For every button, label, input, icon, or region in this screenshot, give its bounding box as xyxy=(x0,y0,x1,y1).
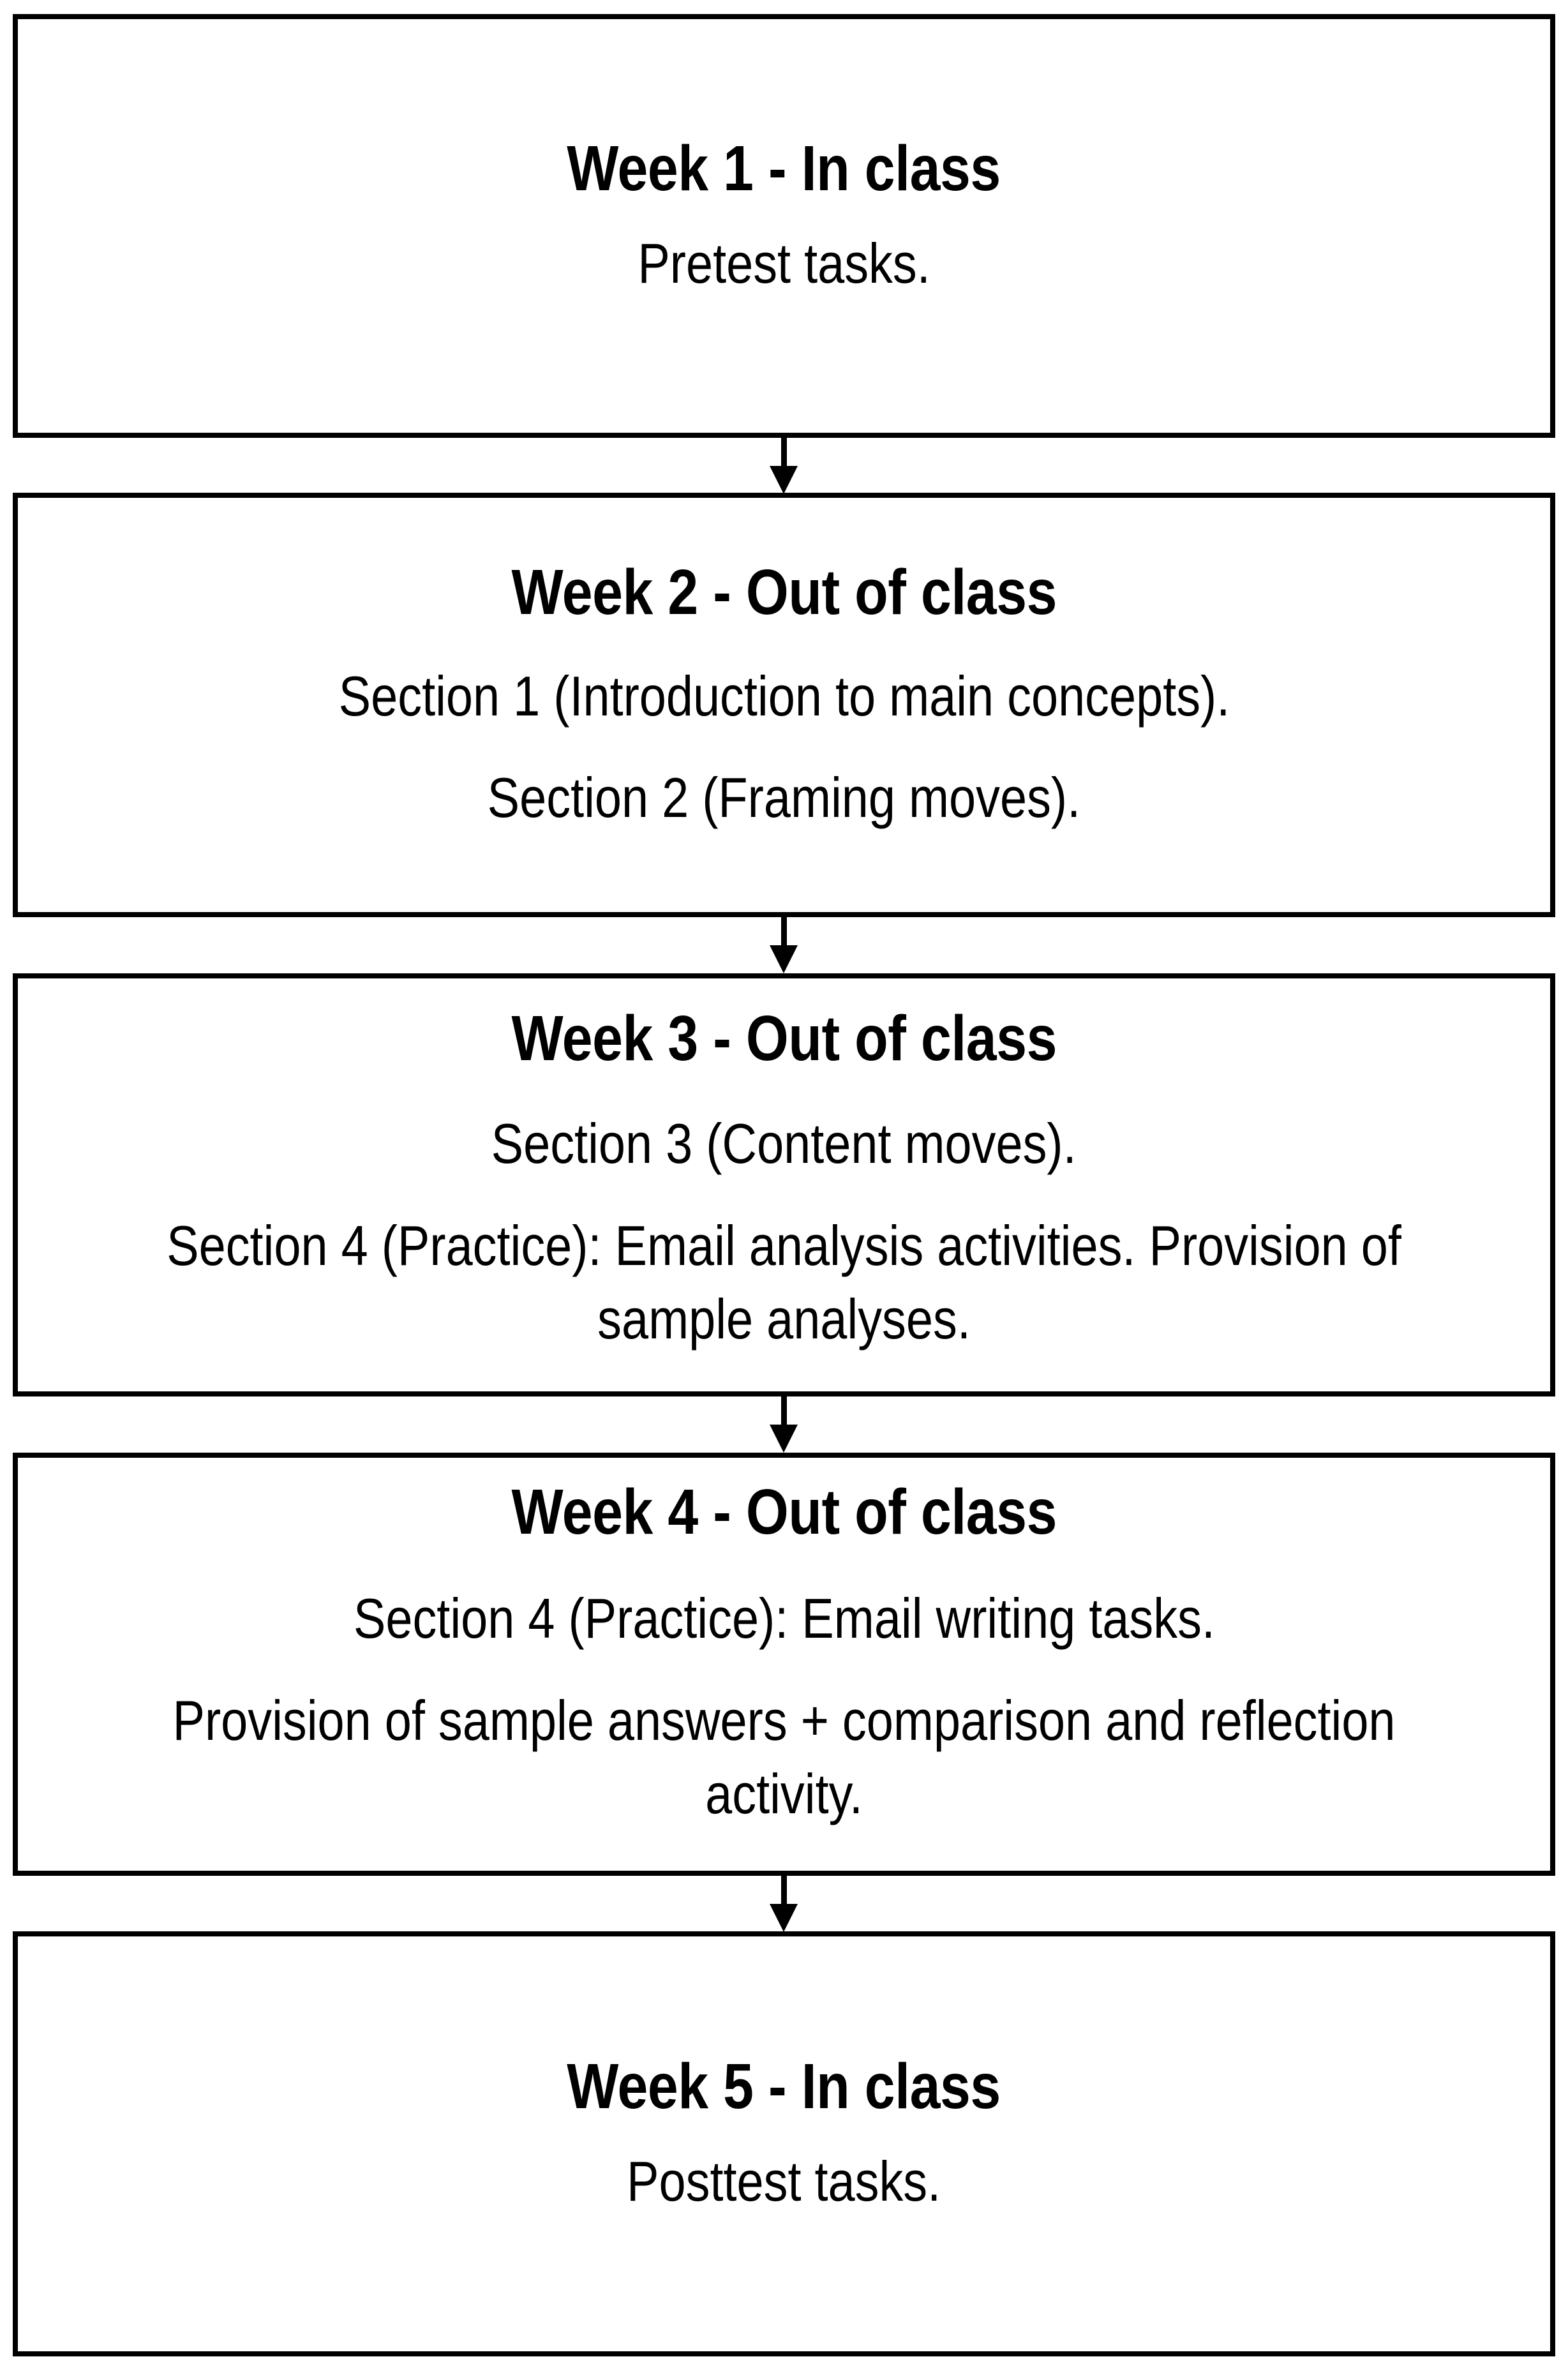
flow-step-week-3-line-1: Section 3 (Content moves). xyxy=(491,1111,1077,1175)
flow-connector-arrow-4 xyxy=(770,1876,798,1932)
flow-step-week-4-title: Week 4 - Out of class xyxy=(511,1476,1057,1548)
arrow-stem xyxy=(781,438,787,468)
flow-connector-arrow-3 xyxy=(770,1396,798,1453)
flow-step-week-5: Week 5 - In class Posttest tasks. xyxy=(13,1931,1555,2356)
flow-step-week-2-line-2: Section 2 (Framing moves). xyxy=(487,765,1081,829)
flow-step-week-5-line-1: Posttest tasks. xyxy=(627,2149,941,2213)
flow-step-week-3: Week 3 - Out of class Section 3 (Content… xyxy=(13,973,1555,1396)
flow-step-week-4-line-1: Section 4 (Practice): Email writing task… xyxy=(353,1586,1215,1650)
arrow-stem xyxy=(781,1876,787,1906)
arrow-down-icon xyxy=(770,466,798,494)
flow-step-week-3-line-2: Section 4 (Practice): Email analysis act… xyxy=(167,1214,1401,1351)
arrow-stem xyxy=(781,917,787,948)
arrow-stem xyxy=(781,1396,787,1427)
flow-step-week-4-line-2: Provision of sample answers + comparison… xyxy=(172,1689,1396,1825)
flow-connector-arrow-1 xyxy=(770,438,798,494)
flow-step-week-2: Week 2 - Out of class Section 1 (Introdu… xyxy=(13,493,1555,917)
arrow-down-icon xyxy=(770,945,798,973)
arrow-down-icon xyxy=(770,1425,798,1453)
flow-connector-arrow-2 xyxy=(770,917,798,973)
flow-step-week-4: Week 4 - Out of class Section 4 (Practic… xyxy=(13,1453,1555,1876)
flow-step-week-5-title: Week 5 - In class xyxy=(567,2050,1001,2122)
flow-step-week-1: Week 1 - In class Pretest tasks. xyxy=(13,14,1555,438)
flow-step-week-1-line-1: Pretest tasks. xyxy=(638,231,930,295)
flow-step-week-2-line-1: Section 1 (Introduction to main concepts… xyxy=(338,664,1230,728)
arrow-down-icon xyxy=(770,1904,798,1932)
flow-step-week-1-title: Week 1 - In class xyxy=(567,132,1001,204)
flow-step-week-3-title: Week 3 - Out of class xyxy=(511,1002,1057,1074)
flow-step-week-2-title: Week 2 - Out of class xyxy=(511,557,1057,629)
